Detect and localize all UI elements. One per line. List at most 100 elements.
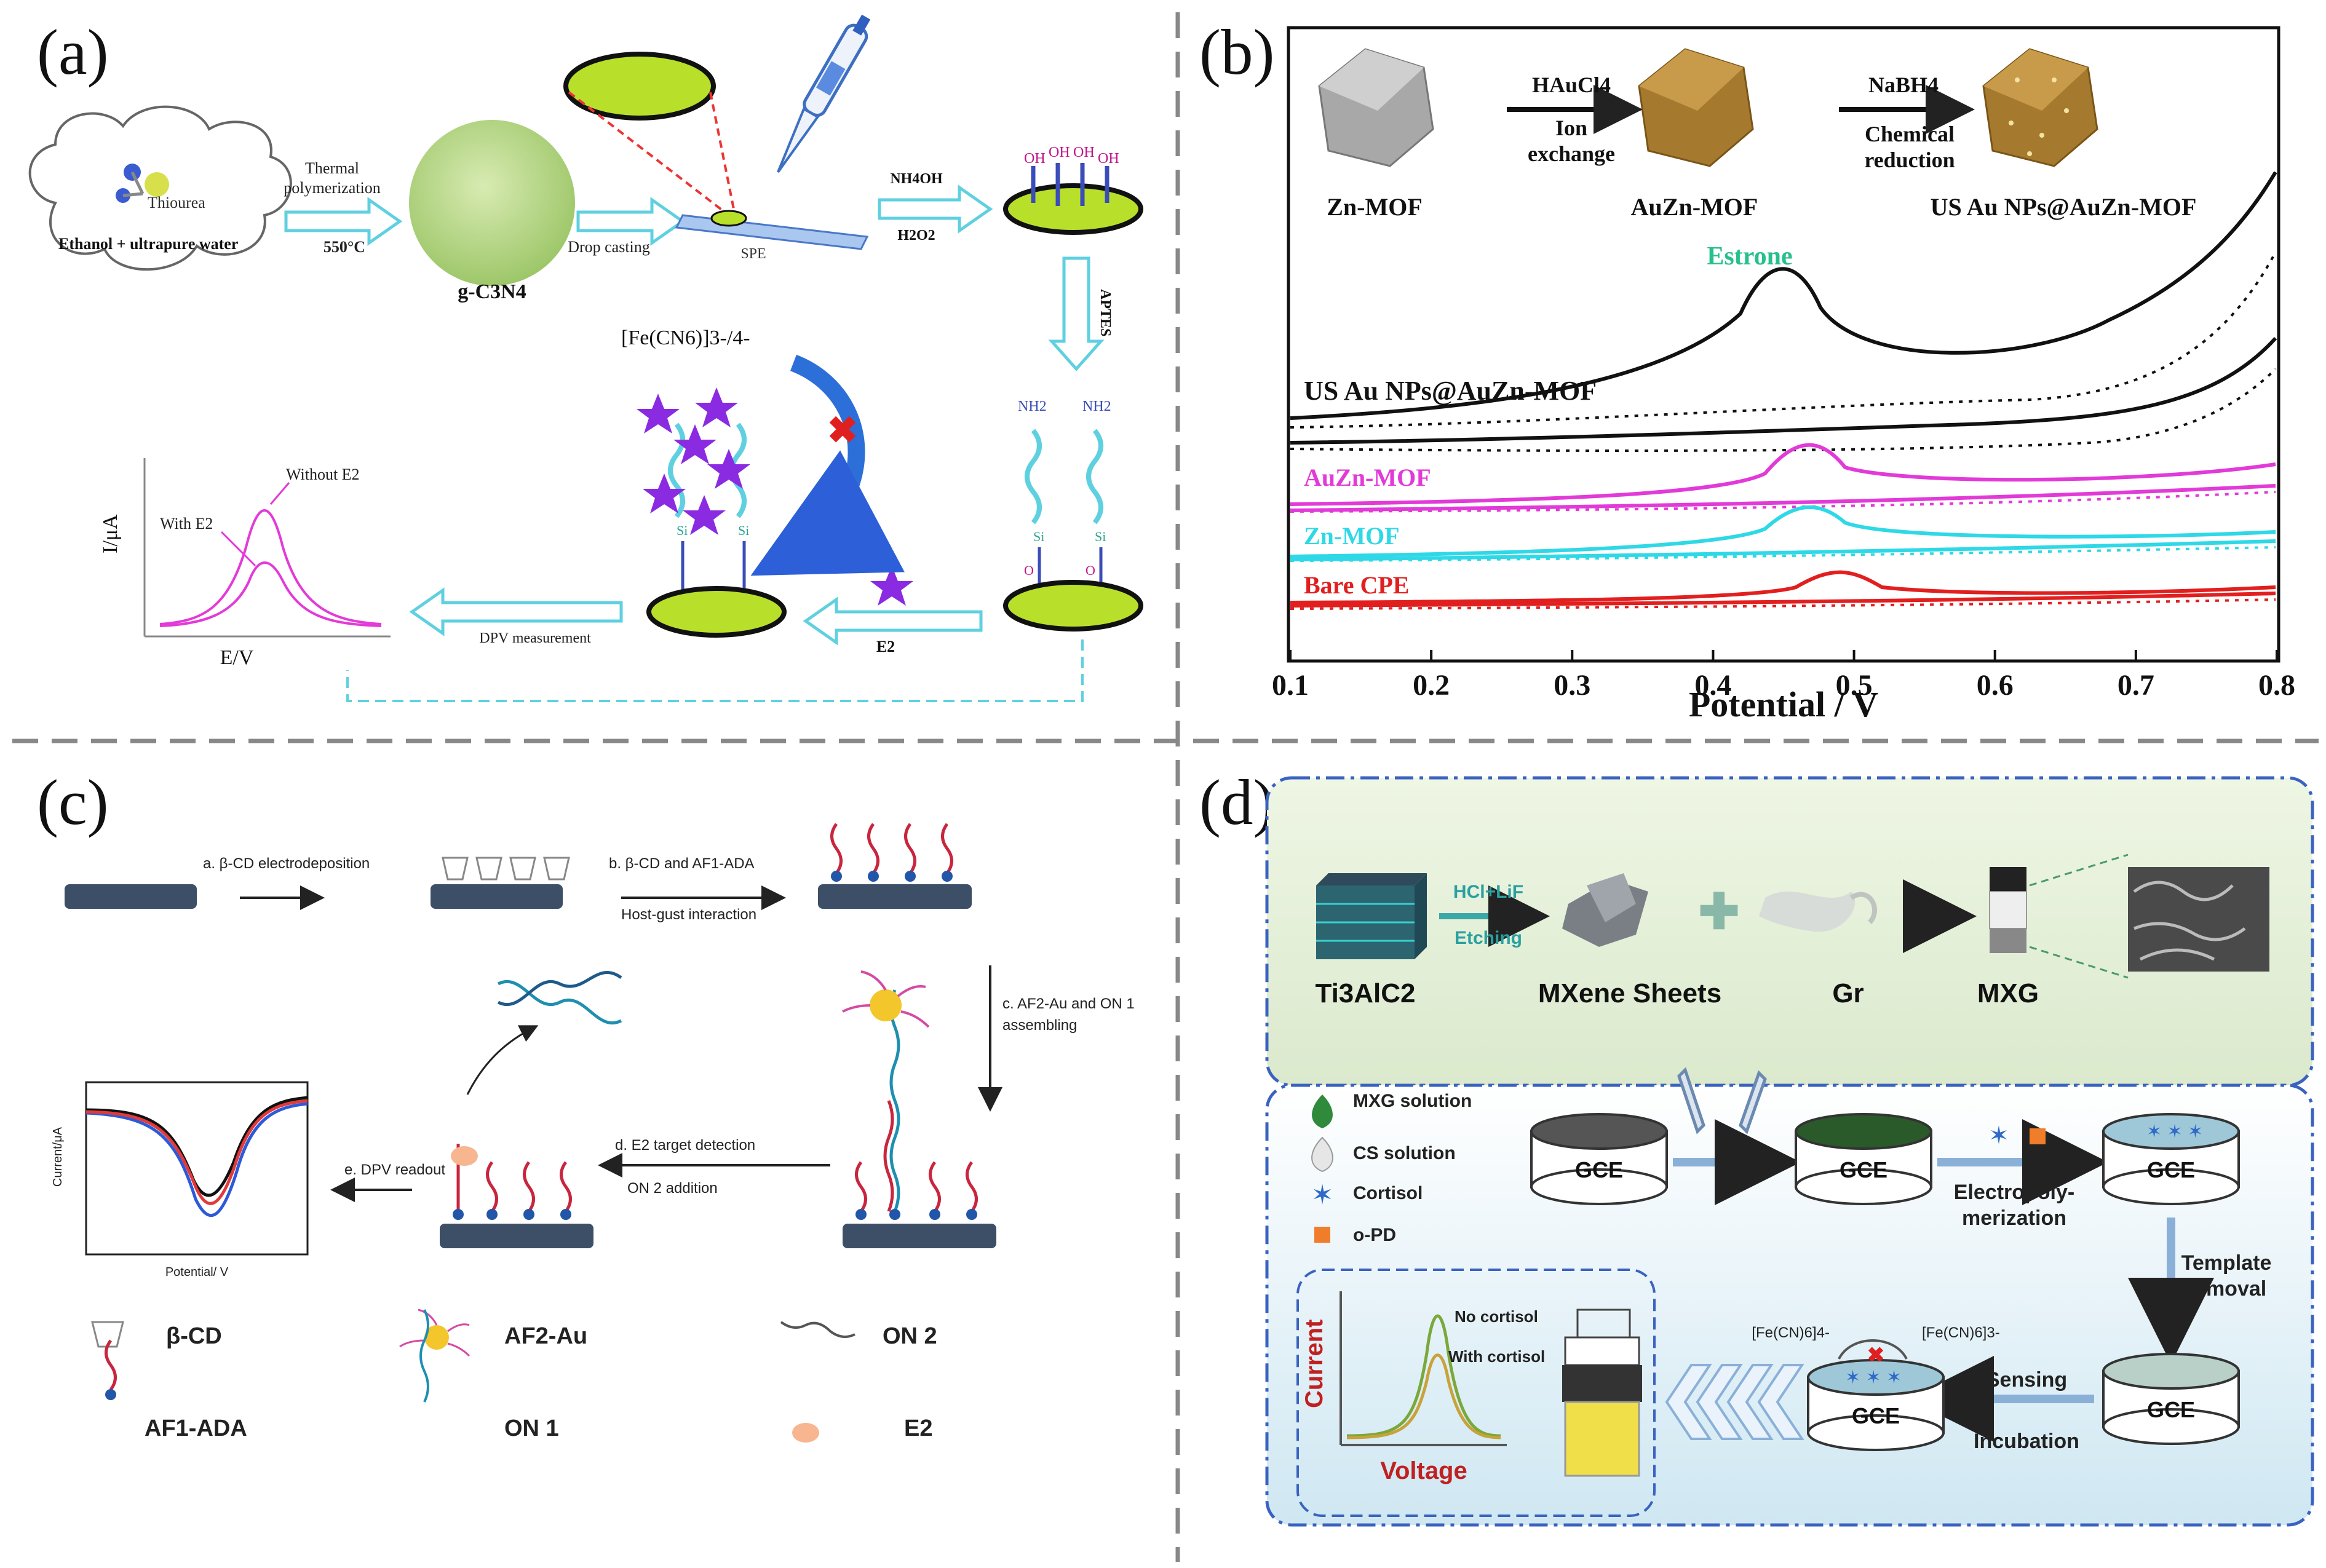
legend-mxg: MXG solution [1353, 1091, 1472, 1111]
electrochemical-cell-icon [1562, 1309, 1642, 1477]
auzn-mof-curves [1290, 443, 2276, 513]
oh-label: OH [1049, 145, 1070, 160]
step3-top: NH4OH [890, 171, 943, 187]
legend-e2: E2 [904, 1416, 932, 1441]
legend-on2: ON 2 [883, 1323, 937, 1349]
plus-icon: ✚ [1698, 884, 1739, 939]
sulfur-atom-icon [145, 172, 169, 197]
mof3-label: US Au NPs@AuZn-MOF [1931, 193, 2197, 221]
on1-strand [889, 989, 900, 1212]
o-label: O [1086, 563, 1095, 578]
dpv-ylabel: I/μA [99, 514, 122, 553]
gce-electrode-5: ✶ ✶ ✶ GCE [1807, 1359, 1945, 1451]
legend-af2: AF2-Au [504, 1323, 587, 1349]
opd-cube-icon [1314, 1227, 1330, 1243]
step-c-label2: assembling [1002, 1017, 1077, 1034]
af2-au-icon [424, 1325, 449, 1350]
bcd-cups [442, 857, 570, 881]
hydroxylation-arrow [878, 184, 993, 234]
step1-top: Thermal [305, 159, 359, 177]
oh-label: OH [1098, 151, 1119, 167]
detection-electrode [440, 1224, 593, 1248]
e2-star-icon [707, 449, 750, 489]
arrow2-top: NaBH4 [1868, 73, 1939, 97]
oh-label: OH [1024, 151, 1046, 167]
mxg-solution-drop-icon [1312, 1095, 1333, 1128]
step2-label: Drop casting [568, 238, 650, 256]
with-cortisol-label: With cortisol [1448, 1347, 1545, 1366]
step5-label: E2 [876, 638, 895, 655]
blocked-x-icon: ✖ [1867, 1344, 1885, 1367]
spe-label: SPE [740, 246, 766, 262]
on1-icon [419, 1309, 429, 1403]
readout-ylabel: Current [1301, 1320, 1328, 1408]
e2-molecule [451, 1146, 478, 1166]
x-tick-label: 0.4 [1694, 669, 1731, 702]
polymerization-arrow [284, 197, 403, 246]
probe-label: [Fe(CN6)]3-/4- [621, 327, 750, 349]
arrow1-bottom1: Ion [1555, 116, 1587, 140]
etch-top: HCl+LiF [1453, 882, 1523, 902]
mxene-sheets-icon [1562, 873, 1648, 947]
nh2-electrode: NH2 NH2 Si Si O O [1003, 398, 1143, 632]
si-label: Si [1033, 529, 1044, 544]
series-label-us-au-nps: US Au NPs@AuZn-MOF [1304, 376, 1597, 406]
readout-xlabel: Voltage [1380, 1457, 1467, 1484]
probe-blocked-arrow [750, 354, 905, 576]
with-e2-curve [159, 561, 382, 627]
template-label1: Template [2181, 1251, 2272, 1275]
panel-a: (a) Thiourea Ethanol + ultrapure water T… [28, 14, 1143, 702]
panel-d: (d) Ti3AlC2 HCl+LiF Etching MXene Sheets… [1199, 766, 2314, 1527]
step1-mid: polymerization [284, 179, 380, 197]
with-cortisol-curve [1346, 1353, 1501, 1439]
gr-label: Gr [1832, 978, 1864, 1008]
legend-af1: AF1-ADA [145, 1416, 247, 1441]
no-cortisol-curve [1346, 1314, 1501, 1438]
bcd-icon [91, 1321, 124, 1348]
template-label2: removal [2186, 1277, 2266, 1301]
zn-mof-curves [1290, 505, 2276, 562]
pipette-icon [1677, 1067, 1767, 1134]
af1-ada-strands [830, 823, 953, 874]
af1-electrode [818, 884, 972, 909]
pipette-icon [777, 14, 871, 173]
gce-label: GCE [1575, 1157, 1623, 1182]
e2-star-icon [673, 424, 716, 464]
e2-star-icon [683, 495, 726, 535]
e2-star-icon [637, 394, 680, 434]
si-label: Si [1095, 529, 1106, 544]
arrow2-bottom1: Chemical [1865, 122, 1955, 146]
legend-opd: o-PD [1353, 1225, 1396, 1245]
sensing-label: Sensing [1986, 1368, 2067, 1392]
e2-star-icon [643, 473, 686, 513]
step1-temp: 550°C [323, 238, 365, 256]
opd-cube-icon [2030, 1128, 2046, 1144]
cs-solution-drop-icon [1311, 1136, 1333, 1173]
fe-left-label: [Fe(CN)6]4- [1752, 1324, 1830, 1341]
mof2-label: AuZn-MOF [1631, 193, 1758, 221]
estrone-annotation: Estrone [1707, 242, 1792, 271]
x-tick-label: 0.2 [1413, 669, 1450, 702]
oh-label: OH [1073, 145, 1095, 160]
us-au-nps-curves [1290, 171, 2277, 452]
material-label: g-C3N4 [458, 280, 526, 303]
step4-label: APTES [1097, 289, 1113, 336]
ti3alc2-label: Ti3AlC2 [1315, 978, 1415, 1008]
etch-bottom: Etching [1455, 928, 1522, 948]
fe-right-label: [Fe(CN)6]3- [1922, 1324, 2000, 1341]
cortisol-star-icon: ✶ [1311, 1180, 1334, 1210]
feedback-dashed-arrow [346, 639, 1084, 702]
x-tick-label: 0.7 [2118, 669, 2154, 702]
step-b-label1: b. β-CD and AF1-ADA [609, 855, 755, 872]
ti3alc2-block-icon [1316, 873, 1427, 959]
bcd-electrode [431, 884, 563, 909]
incubation-label: Incubation [1974, 1430, 2079, 1453]
bare-cpe-curves [1290, 570, 2276, 610]
dpv-arrow [409, 587, 623, 636]
e2-bound-electrode: Si Si [637, 387, 787, 638]
electrode-disc [563, 52, 716, 121]
series-label-bare-cpe: Bare CPE [1304, 571, 1409, 599]
without-e2-label: Without E2 [286, 465, 360, 483]
arrow1-bottom2: exchange [1528, 141, 1615, 166]
